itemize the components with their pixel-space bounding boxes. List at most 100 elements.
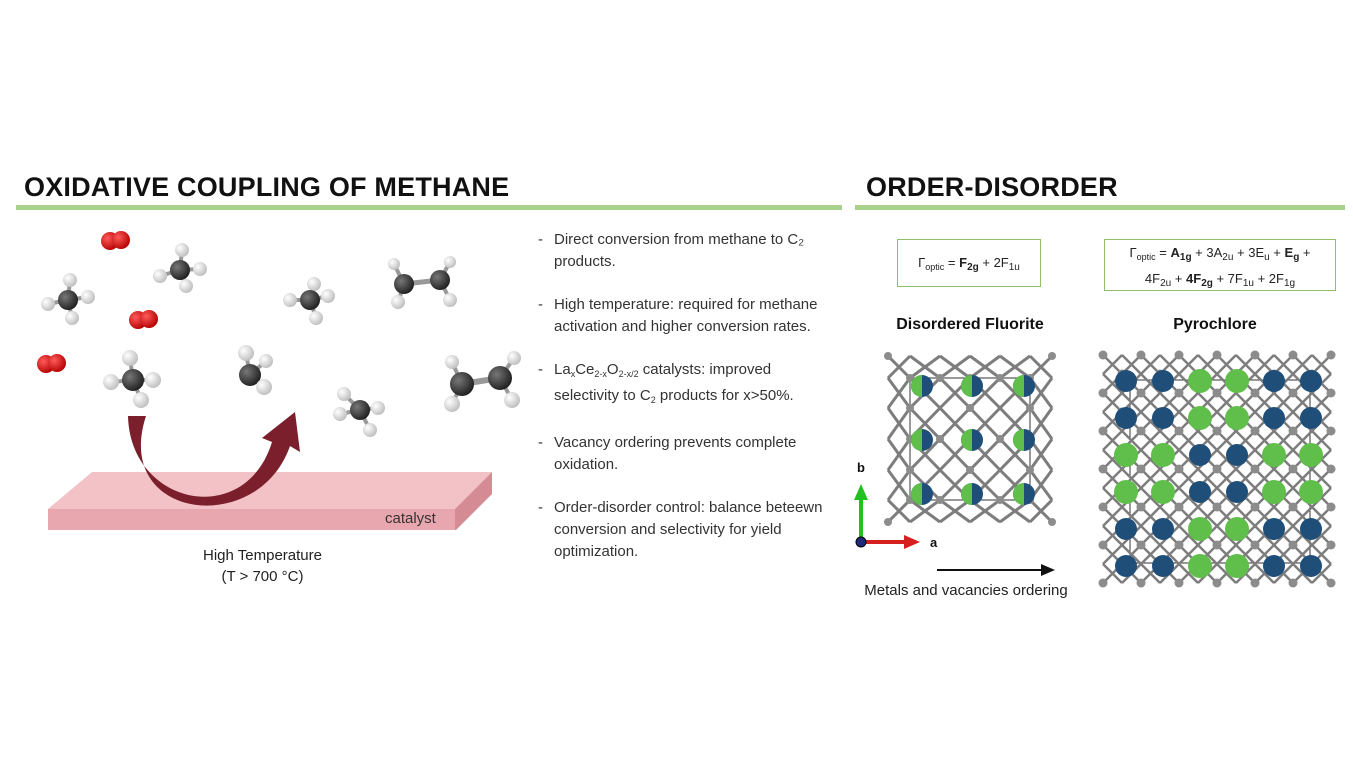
lattice-bond xyxy=(1273,525,1294,546)
oxygen-site xyxy=(1326,388,1336,398)
lattice-bond xyxy=(1140,354,1161,375)
lattice-bond xyxy=(886,438,912,471)
a-axis-arrowhead xyxy=(904,535,920,549)
lattice-bond xyxy=(1102,468,1123,489)
bullet-dash: - xyxy=(538,231,543,248)
oxygen-site xyxy=(1212,388,1222,398)
ethylene-molecule xyxy=(444,351,521,412)
lattice-bond xyxy=(1140,392,1161,413)
oxygen-site xyxy=(1174,388,1184,398)
oxygen-site xyxy=(1212,464,1222,474)
temperature-line-1: High Temperature xyxy=(203,547,322,564)
lattice-bond xyxy=(1292,430,1313,451)
formula-part: = xyxy=(1155,245,1171,260)
oxygen-site xyxy=(1250,388,1260,398)
oxygen-site xyxy=(1326,464,1336,474)
lattice-bond xyxy=(938,406,972,441)
lattice-bond xyxy=(1254,544,1275,565)
mixed-metal-site xyxy=(911,483,933,505)
mixed-metal-site xyxy=(1013,429,1035,451)
formula-sub: 1g xyxy=(1179,252,1192,263)
lattice-bond xyxy=(1028,377,1054,409)
formula-sub: 1u xyxy=(1008,262,1020,273)
oxygen-site xyxy=(1288,350,1298,360)
metal-a-site xyxy=(1300,518,1322,540)
oxygen-site xyxy=(936,374,944,382)
metal-b-half xyxy=(961,429,972,451)
lattice-bond xyxy=(1140,506,1161,527)
oxygen-site xyxy=(1288,388,1298,398)
formula-part: + 3E xyxy=(1233,245,1265,260)
oxygen-site xyxy=(884,352,892,360)
lattice-bond xyxy=(1273,563,1294,584)
oxygen-site xyxy=(996,435,1004,443)
methane-molecule xyxy=(153,243,207,293)
oxygen-site xyxy=(1212,350,1222,360)
mixed-metal-site xyxy=(961,483,983,505)
formula-part: + 3A xyxy=(1191,245,1223,260)
metal-b-half xyxy=(961,483,972,505)
lattice-bond xyxy=(1292,506,1313,527)
bullet-item: - Order-disorder control: balance beteew… xyxy=(538,497,828,563)
metal-b-site xyxy=(1114,480,1138,504)
lattice-bond xyxy=(1102,354,1123,375)
formula-sub: u xyxy=(1264,252,1270,263)
metal-b-site xyxy=(1299,480,1323,504)
lattice-bond xyxy=(938,468,972,502)
formula-gamma: Γ xyxy=(918,255,926,270)
lattice-bond xyxy=(1216,392,1237,413)
metal-b-half xyxy=(1013,483,1024,505)
metal-a-site xyxy=(1115,555,1137,577)
formula-part: + xyxy=(1171,271,1187,286)
oxygen-site xyxy=(1326,426,1336,436)
pyro-formula-line-1: Γoptic = A1g + 3A2u + 3Eu + Eg + xyxy=(1105,242,1335,268)
oxygen-site xyxy=(1098,578,1108,588)
metal-b-site xyxy=(1188,369,1212,393)
temperature-caption: High Temperature (T > 700 °C) xyxy=(160,545,365,587)
left-title-rule xyxy=(16,205,842,210)
lattice-bond xyxy=(1140,544,1161,565)
oxygen-site xyxy=(1250,578,1260,588)
oxygen-site xyxy=(1212,426,1222,436)
oxygen-site xyxy=(1048,352,1056,360)
c-axis-origin xyxy=(855,536,867,548)
oxygen-site xyxy=(906,404,914,412)
lattice-bond xyxy=(886,498,912,524)
lattice-bond xyxy=(969,354,1001,380)
lattice-bond xyxy=(1178,468,1199,489)
oxygen-site xyxy=(1288,464,1298,474)
metal-b-half xyxy=(1013,375,1024,397)
metal-sites xyxy=(1114,369,1323,578)
lattice-bond xyxy=(886,377,912,409)
metal-b-half xyxy=(911,375,922,397)
mixed-metal-site xyxy=(1013,375,1035,397)
ordering-caption: Metals and vacancies ordering xyxy=(864,582,1068,599)
fluorite-label: Disordered Fluorite xyxy=(896,316,1044,333)
lattice-bond xyxy=(1254,468,1275,489)
formula-part: O xyxy=(606,361,619,378)
lattice-bond xyxy=(1028,407,1054,440)
metal-a-site xyxy=(1115,407,1137,429)
oxygen-site xyxy=(1136,540,1146,550)
lattice-bond xyxy=(1216,544,1237,565)
lattice-bond xyxy=(1102,506,1123,527)
metal-b-half xyxy=(1013,429,1024,451)
metal-b-site xyxy=(1225,517,1249,541)
formula-sub: 1g xyxy=(1283,278,1296,289)
bullet-text: LaxCe2-xO2-x/2 catalysts: improved selec… xyxy=(554,361,794,405)
formula-part: + xyxy=(1299,245,1311,260)
oxygen-site xyxy=(1098,350,1108,360)
formula-part: + 2F xyxy=(978,255,1009,270)
metal-b-half xyxy=(961,375,972,397)
oxygen-site xyxy=(996,374,1004,382)
lattice-bond xyxy=(909,354,941,380)
oxygen-site xyxy=(884,518,892,526)
bullet-dash: - xyxy=(538,434,543,451)
lattice-bond xyxy=(1028,438,1054,471)
oxygen-molecule xyxy=(37,354,66,373)
mixed-metal-site xyxy=(961,375,983,397)
metal-a-site xyxy=(1300,370,1322,392)
lattice-bond xyxy=(1292,544,1313,565)
metal-a-site xyxy=(1263,555,1285,577)
lattice-bond xyxy=(998,406,1032,441)
